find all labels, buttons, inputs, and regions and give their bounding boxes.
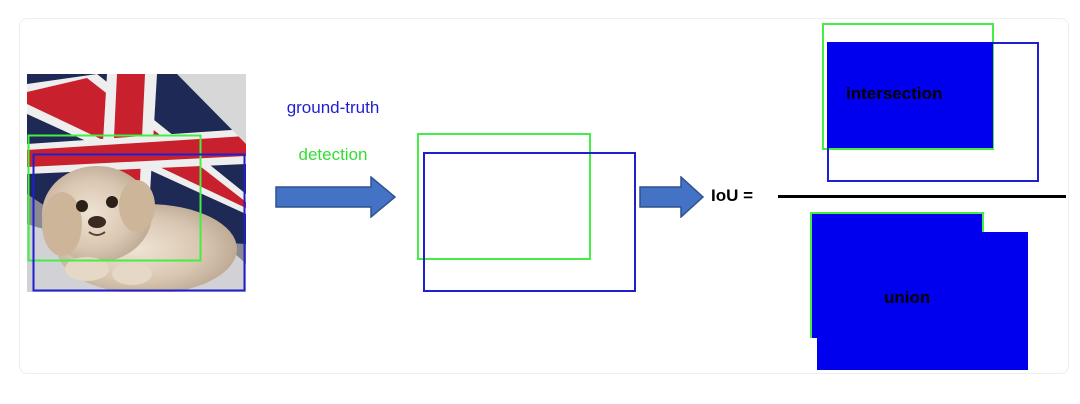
- intersection-label: intersection: [846, 84, 942, 104]
- union-label: union: [884, 288, 930, 308]
- ground-truth-legend: ground-truth: [258, 98, 408, 118]
- right-arrow-icon: [639, 176, 705, 218]
- right-arrow-icon: [275, 176, 397, 218]
- iou-formula-label: IoU =: [711, 186, 753, 206]
- fraction-line: [778, 195, 1066, 198]
- detection-legend: detection: [258, 145, 408, 165]
- ground-truth-box: [423, 152, 636, 292]
- dog-photo: [27, 74, 246, 292]
